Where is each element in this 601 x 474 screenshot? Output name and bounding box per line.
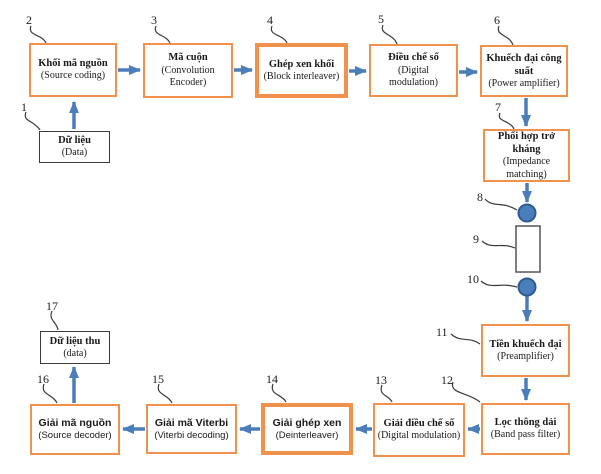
- block-convolution-encoder: Mã cuộn (Convolution Encoder): [143, 43, 233, 98]
- callout-number-9: 9: [473, 232, 479, 246]
- block-data-input: Dữ liệu (Data): [39, 131, 110, 163]
- block-title: Giải điều chế số: [383, 418, 455, 430]
- callout-line-4: [270, 25, 288, 44]
- callout-line-5: [381, 24, 398, 45]
- callout-number-8: 8: [477, 190, 483, 204]
- block-subtitle: (Preamplifier): [497, 350, 554, 362]
- block-source-decoder: Giải mã nguồn (Source decoder): [30, 404, 120, 455]
- callout-number-4: 4: [267, 13, 273, 27]
- callout-line-group: [24, 24, 518, 404]
- callout-line-13: [380, 384, 393, 403]
- callout-line-2: [29, 25, 47, 44]
- block-digital-modulation: Điều chế số (Digital modulation): [369, 44, 458, 97]
- block-subtitle: (Data): [61, 147, 88, 159]
- callout-line-1: [24, 111, 41, 131]
- block-subtitle: (Convolution Encoder): [161, 64, 215, 89]
- callout-number-13: 13: [375, 373, 387, 387]
- block-title: Giải ghép xen: [272, 416, 342, 429]
- callout-number-5: 5: [378, 12, 384, 26]
- block-subtitle: (Source coding): [40, 70, 106, 82]
- callout-number-17: 17: [46, 299, 58, 313]
- block-power-amplifier: Khuếch đại công suất (Power amplifier): [480, 45, 568, 97]
- node-rectangle-9: [515, 225, 541, 273]
- node-circle-10: [517, 277, 537, 297]
- callout-number-14: 14: [266, 372, 278, 386]
- callout-number-12: 12: [441, 373, 453, 387]
- block-source-coding: Khối mã nguồn (Source coding): [29, 43, 117, 97]
- arrow-group: [69, 65, 532, 434]
- callout-line-11: [450, 333, 481, 345]
- callout-number-6: 6: [494, 13, 500, 27]
- block-viterbi-decoder: Giải mã Viterbi (Viterbi decoding): [146, 404, 237, 454]
- callout-number-16: 16: [37, 372, 49, 386]
- block-title: Điều chế số: [388, 52, 439, 64]
- callout-number-11: 11: [436, 325, 448, 339]
- block-title: Khuếch đại công suất: [486, 52, 562, 77]
- block-subtitle: (Digital modulation): [377, 430, 461, 442]
- block-subtitle: (Source decoder): [38, 430, 112, 442]
- block-subtitle: (Digital modulation): [389, 64, 438, 89]
- callout-line-12: [451, 381, 481, 403]
- block-subtitle: (data): [63, 347, 87, 359]
- callout-line-10: [480, 280, 518, 288]
- block-title: Mã cuộn: [168, 52, 208, 64]
- callout-number-10: 10: [467, 272, 479, 286]
- node-circle-8: [517, 203, 537, 223]
- block-title: Khối mã nguồn: [38, 58, 108, 70]
- block-band-pass-filter: Lọc thông dải (Band pass filter): [481, 403, 570, 455]
- block-title: Dữ liệu thu: [49, 335, 101, 347]
- callout-number-1: 1: [21, 100, 27, 114]
- callout-line-17: [50, 310, 59, 331]
- callout-line-8: [484, 198, 518, 211]
- block-title: Giải mã Viterbi: [154, 416, 229, 429]
- block-subtitle: (Band pass filter): [490, 429, 561, 441]
- callout-line-15: [157, 383, 173, 404]
- block-title: Lọc thông dải: [494, 417, 557, 429]
- block-subtitle: (Block interleaver): [263, 70, 340, 82]
- callout-number-3: 3: [151, 13, 157, 27]
- block-digital-demodulation: Giải điều chế số (Digital modulation): [373, 403, 465, 457]
- callout-line-3: [154, 25, 171, 44]
- callout-number-15: 15: [152, 372, 164, 386]
- block-subtitle: (Viterbi decoding): [154, 429, 229, 441]
- block-impedance-matching: Phối hợp trở kháng (Impedance matching): [483, 129, 570, 182]
- callout-line-6: [497, 25, 514, 46]
- block-subtitle: (Impedance matching): [502, 156, 551, 180]
- block-title: Dữ liệu: [58, 135, 91, 147]
- callout-line-7: [498, 112, 515, 130]
- callout-number-2: 2: [26, 13, 32, 27]
- block-preamplifier: Tiền khuếch đại (Preamplifier): [481, 324, 570, 377]
- callout-number-7: 7: [495, 100, 501, 114]
- block-block-interleaver: Ghép xen khối (Block interleaver): [255, 43, 348, 98]
- block-title: Phối hợp trở kháng: [497, 130, 556, 155]
- block-title: Ghép xen khối: [268, 58, 335, 70]
- block-title: Tiền khuếch đại: [489, 338, 562, 350]
- block-title: Giải mã nguồn: [38, 417, 112, 429]
- callout-line-16: [42, 383, 58, 404]
- block-subtitle: (Power amplifier): [488, 77, 560, 89]
- block-subtitle: (Deinterleaver): [275, 429, 339, 441]
- callout-line-9: [481, 240, 516, 249]
- callout-line-14: [271, 383, 287, 403]
- block-deinterleaver: Giải ghép xen (Deinterleaver): [261, 403, 353, 455]
- block-received-data: Dữ liệu thu (data): [40, 331, 110, 364]
